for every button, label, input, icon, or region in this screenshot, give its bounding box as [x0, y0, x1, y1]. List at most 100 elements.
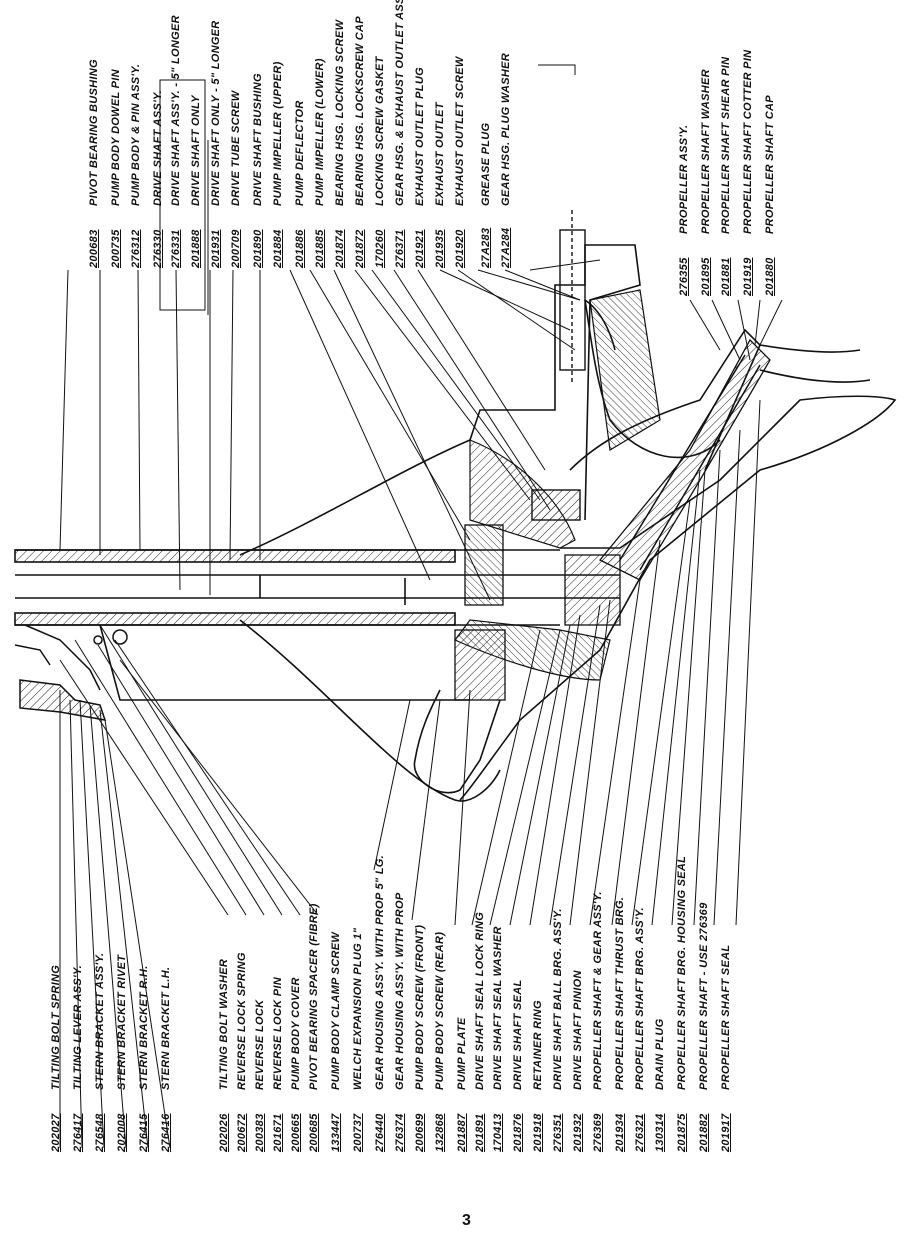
part-number: 276415 — [138, 1113, 150, 1152]
part-number: 201875 — [676, 1113, 688, 1152]
part-number: 200699 — [414, 1113, 426, 1152]
part-number: 276331 — [170, 229, 182, 268]
part-name: EXHAUST OUTLET — [434, 102, 446, 206]
part-number: 201882 — [698, 1113, 710, 1152]
part-number: 276548 — [94, 1113, 106, 1152]
part-number: 200383 — [254, 1113, 266, 1152]
part-number: 201921 — [414, 229, 426, 268]
bottom-part-label: 200685 PIVOT BEARING SPACER (FIBRE) — [308, 903, 320, 1152]
part-name: STERN BRACKET L.H. — [160, 966, 172, 1090]
part-name: DRIVE SHAFT PINION — [572, 970, 584, 1090]
part-name: PUMP DEFLECTOR — [294, 100, 306, 206]
part-number: 201890 — [252, 229, 264, 268]
bottom-part-label: 201891 DRIVE SHAFT SEAL LOCK RING — [474, 912, 486, 1152]
part-number: 201874 — [334, 229, 346, 268]
part-number: 200685 — [308, 1113, 320, 1152]
part-number: 130314 — [654, 1113, 666, 1152]
part-name: BEARING HSG. LOCKING SCREW — [334, 19, 346, 206]
part-name: TILTING BOLT WASHER — [218, 958, 230, 1090]
part-name: PROPELLER SHAFT - USE 276369 — [698, 902, 710, 1090]
exhaust-outlet — [531, 210, 586, 521]
part-name: DRIVE SHAFT BALL BRG. ASS'Y. — [552, 908, 564, 1090]
bottom-part-label: 276415STERN BRACKET R.H. — [138, 965, 150, 1152]
bottom-part-label: 200672REVERSE LOCK SPRING — [236, 952, 248, 1152]
part-name: PUMP IMPELLER (UPPER) — [272, 61, 284, 206]
part-name: LOCKING SCREW GASKET — [374, 56, 386, 206]
bottom-part-label: 200699 PUMP BODY SCREW (FRONT) — [414, 925, 426, 1152]
bottom-part-label: 130314 DRAIN PLUG — [654, 1019, 666, 1152]
part-number: 202027 — [50, 1113, 62, 1152]
part-name: DRIVE SHAFT ONLY — [190, 95, 202, 206]
part-name: REVERSE LOCK — [254, 999, 266, 1090]
bottom-part-label: 201671REVERSE LOCK PIN — [272, 977, 284, 1152]
part-number: 201932 — [572, 1113, 584, 1152]
part-name: DRIVE SHAFT SEAL LOCK RING — [474, 911, 486, 1090]
page-number: 3 — [462, 1212, 471, 1229]
part-number: 200665 — [290, 1113, 302, 1152]
part-number: 201880 — [764, 257, 776, 296]
part-name: REVERSE LOCK SPRING — [236, 952, 248, 1090]
part-number: 27A284 — [500, 227, 512, 268]
bottom-part-label: 201876DRIVE SHAFT SEAL — [512, 979, 524, 1152]
part-number: 201935 — [434, 229, 446, 268]
top-part-label: 201921 EXHAUST OUTLET PLUG — [414, 67, 426, 268]
part-number: 201885 — [314, 229, 326, 268]
part-name: PROPELLER SHAFT BRG. HOUSING SEAL — [676, 855, 688, 1090]
part-name: GREASE PLUG — [480, 122, 492, 206]
top-part-label: 200709DRIVE TUBE SCREW — [230, 91, 242, 268]
part-name: DRAIN PLUG — [654, 1018, 666, 1090]
part-number: 276369 — [592, 1113, 604, 1152]
part-number: 201919 — [742, 257, 754, 296]
part-number: 133447 — [330, 1113, 342, 1152]
part-number: 201887 — [456, 1113, 468, 1152]
top-part-label: 201881PROPELLER SHAFT SHEAR PIN — [720, 57, 732, 296]
bottom-part-label: 200737WELCH EXPANSION PLUG 1" — [352, 928, 364, 1152]
part-name: GEAR HSG. PLUG WASHER — [500, 53, 512, 206]
bottom-part-label: 276374GEAR HOUSING ASS'Y. WITH PROP — [394, 892, 406, 1152]
part-name: PROPELLER SHAFT THRUST BRG. — [614, 896, 626, 1090]
part-number: 27A283 — [480, 227, 492, 268]
top-part-label: 200735PUMP BODY DOWEL PIN — [110, 69, 122, 268]
part-number: 201934 — [614, 1113, 626, 1152]
bottom-part-label: 201917 PROPELLER SHAFT SEAL — [720, 945, 732, 1152]
part-name: DRIVE SHAFT ONLY - 5" LONGER — [210, 20, 222, 206]
part-name: STERN BRACKET ASS'Y. — [94, 952, 106, 1090]
part-number: 170413 — [492, 1113, 504, 1152]
part-number: 201895 — [700, 257, 712, 296]
part-name: PIVOT BEARING SPACER (FIBRE) — [308, 903, 320, 1090]
top-part-label: 201888DRIVE SHAFT ONLY — [190, 95, 202, 268]
part-number: 276416 — [160, 1113, 172, 1152]
bottom-part-label: 276417TILTING LEVER ASS'Y. — [72, 965, 84, 1152]
part-name: PROPELLER SHAFT COTTER PIN — [742, 49, 754, 234]
part-name: BEARING HSG. LOCKSCREW CAP — [354, 16, 366, 206]
part-name: EXHAUST OUTLET PLUG — [414, 67, 426, 206]
top-part-label: 201890DRIVE SHAFT BUSHING — [252, 73, 264, 268]
part-number: 276351 — [552, 1113, 564, 1152]
part-number: 202008 — [116, 1113, 128, 1152]
bottom-part-label: 276369PROPELLER SHAFT & GEAR ASS'Y. — [592, 891, 604, 1152]
part-number: 200735 — [110, 229, 122, 268]
upper-housing-hatched — [589, 289, 661, 451]
part-name: PUMP BODY COVER — [290, 977, 302, 1090]
part-number: 201891 — [474, 1113, 486, 1152]
bottom-part-label: 276548 STERN BRACKET ASS'Y. — [94, 953, 106, 1152]
top-part-label: 201880PROPELLER SHAFT CAP — [764, 95, 776, 296]
part-number: 201917 — [720, 1113, 732, 1152]
bottom-part-label: 276440GEAR HOUSING ASS'Y. WITH PROP 5" L… — [374, 855, 386, 1152]
part-number: 276355 — [678, 257, 690, 296]
part-name: PUMP BODY SCREW (FRONT) — [414, 924, 426, 1090]
bottom-part-label: 132868PUMP BODY SCREW (REAR) — [434, 932, 446, 1152]
part-number: 200683 — [88, 229, 100, 268]
part-name: PUMP BODY CLAMP SCREW — [330, 931, 342, 1090]
part-number: 276330 — [152, 229, 164, 268]
bottom-part-label: 201882 PROPELLER SHAFT - USE 276369 — [698, 902, 710, 1152]
part-name: PROPELLER SHAFT SHEAR PIN — [720, 56, 732, 234]
part-number: 276321 — [634, 1113, 646, 1152]
part-name: GEAR HSG. & EXHAUST OUTLET ASS'Y. — [394, 0, 406, 206]
top-part-label: 27A283 GREASE PLUG — [480, 123, 492, 268]
top-part-label: 201885PUMP IMPELLER (LOWER) — [314, 58, 326, 268]
part-name: PROPELLER SHAFT SEAL — [720, 944, 732, 1090]
part-name: PROPELLER ASS'Y. — [678, 124, 690, 234]
part-number: 200709 — [230, 229, 242, 268]
